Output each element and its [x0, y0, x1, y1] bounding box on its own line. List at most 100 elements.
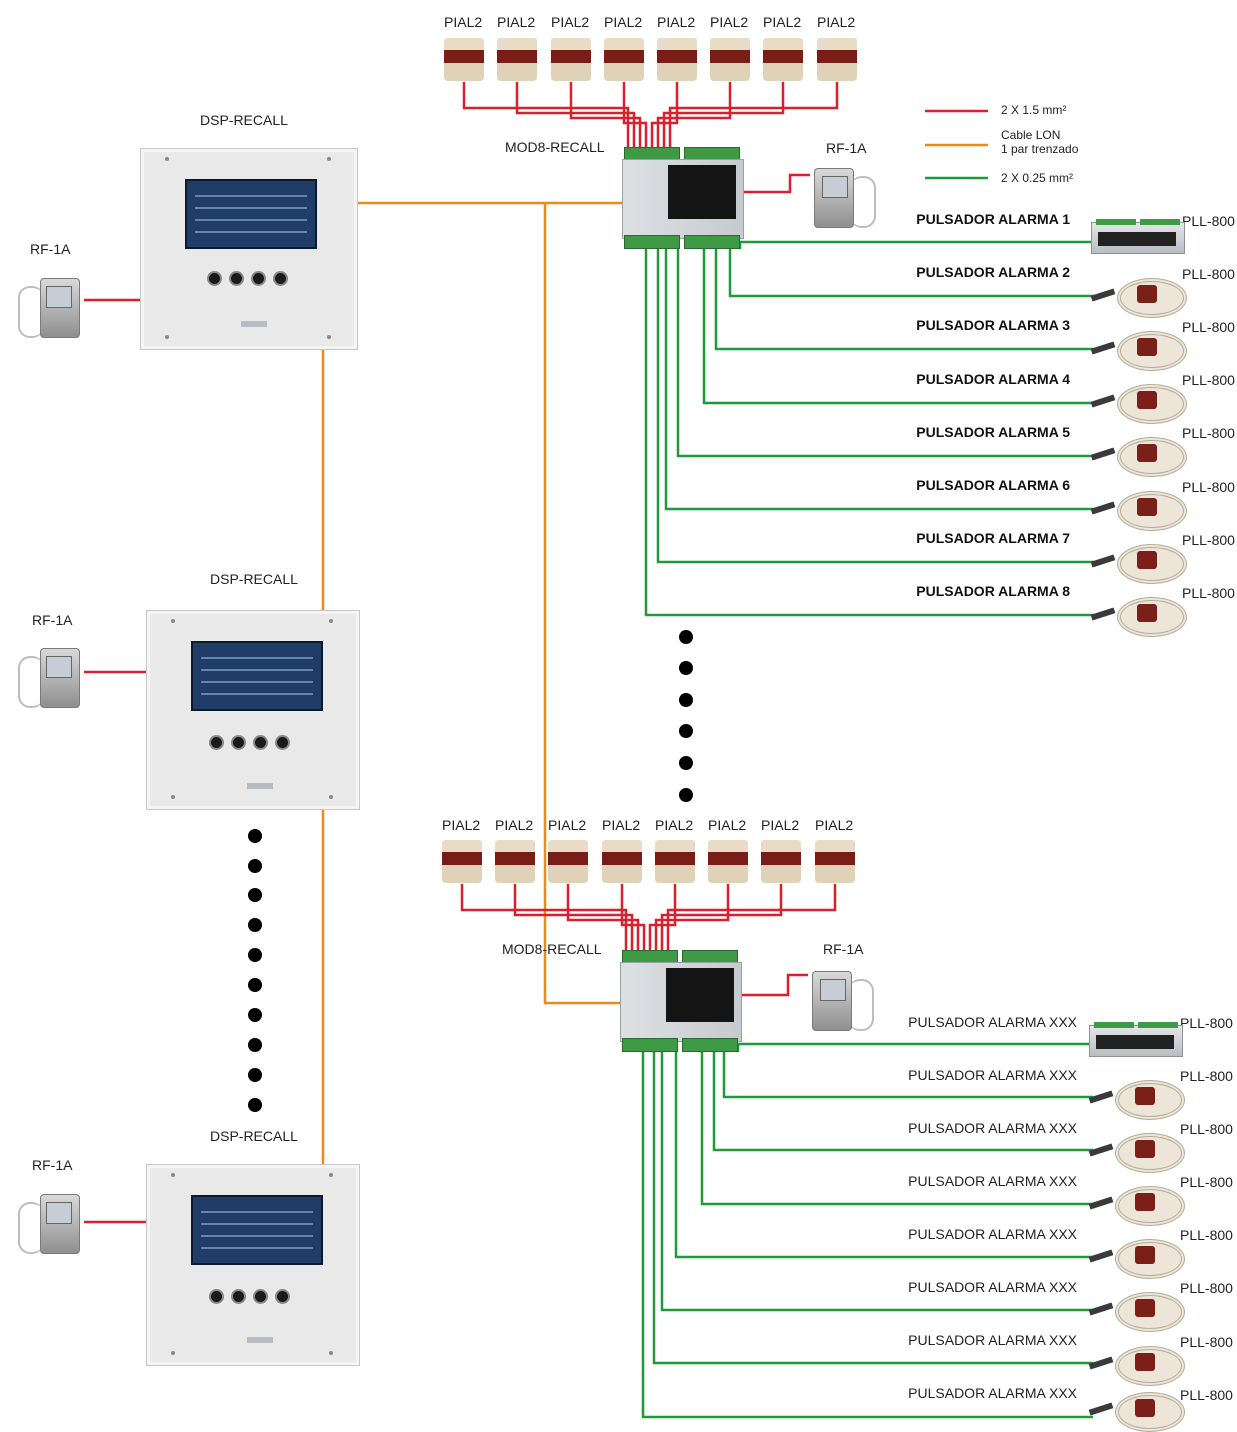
screw [329, 795, 333, 799]
continuation-dot [679, 661, 693, 675]
dsp-knob [251, 271, 266, 286]
pial2-device [657, 38, 697, 82]
screw [327, 335, 331, 339]
screw [171, 619, 175, 623]
pll-label: PLL-800 [1180, 1334, 1233, 1350]
pial2-device [442, 840, 482, 884]
alarm-label-xxx: PULSADOR ALARMA XXX [908, 1120, 1077, 1136]
continuation-dot [248, 829, 262, 843]
continuation-dot [248, 1098, 262, 1112]
glt-logo [241, 321, 267, 327]
alarm-label-xxx: PULSADOR ALARMA XXX [908, 1385, 1077, 1401]
pll-label: PLL-800 [1180, 1068, 1233, 1084]
pial-label: PIAL2 [551, 14, 589, 30]
continuation-dot [248, 948, 262, 962]
pll-label: PLL-800 [1180, 1015, 1233, 1031]
pll-label: PLL-800 [1182, 585, 1235, 601]
dsp-screen [191, 1195, 323, 1265]
alarm-label-2: PULSADOR ALARMA 2 [916, 264, 1070, 280]
dsp-knob [209, 1289, 224, 1304]
pial-label: PIAL2 [442, 817, 480, 833]
red-cable [668, 884, 835, 950]
dsp-screen [185, 179, 317, 249]
rf-1a-device [806, 965, 876, 1035]
screw [329, 619, 333, 623]
rf-label-mod-1: RF-1A [826, 140, 866, 156]
pll-800-cord-device [1089, 1076, 1181, 1116]
pll-label: PLL-800 [1182, 372, 1235, 388]
rf-1a-device [16, 272, 86, 342]
screw [327, 157, 331, 161]
mod8-label-2: MOD8-RECALL [502, 941, 602, 957]
pll-label: PLL-800 [1180, 1121, 1233, 1137]
pll-800-cord-device [1091, 274, 1183, 314]
continuation-dot [248, 978, 262, 992]
rf-1a-device [16, 1188, 86, 1258]
pll-label: PLL-800 [1180, 1280, 1233, 1296]
continuation-dot [679, 693, 693, 707]
dsp-knob [275, 735, 290, 750]
legend-red-label: 2 X 1.5 mm² [1001, 103, 1066, 117]
continuation-dot [679, 756, 693, 770]
screw [165, 335, 169, 339]
alarm-label-1: PULSADOR ALARMA 1 [916, 211, 1070, 227]
dsp-recall-panel-1 [140, 148, 358, 350]
alarm-label-xxx: PULSADOR ALARMA XXX [908, 1014, 1077, 1030]
pial2-device [604, 38, 644, 82]
screw [165, 157, 169, 161]
pll-800-cord-device [1091, 593, 1183, 633]
continuation-dot [248, 859, 262, 873]
pll-label: PLL-800 [1182, 532, 1235, 548]
continuation-dot [679, 788, 693, 802]
pll-label: PLL-800 [1182, 425, 1235, 441]
dsp-label-3: DSP-RECALL [210, 1128, 298, 1144]
alarm-label-xxx: PULSADOR ALARMA XXX [908, 1067, 1077, 1083]
green-cable [738, 1044, 1093, 1052]
pial2-device [817, 38, 857, 82]
screw [171, 1351, 175, 1355]
legend-orange-label: Cable LON 1 par trenzado [1001, 128, 1078, 156]
continuation-dot [248, 918, 262, 932]
rf-label-left-2: RF-1A [32, 612, 72, 628]
pll-800-cord-device [1089, 1288, 1181, 1328]
screw [171, 1173, 175, 1177]
pll-label: PLL-800 [1180, 1387, 1233, 1403]
continuation-dot [679, 630, 693, 644]
alarm-label-xxx: PULSADOR ALARMA XXX [908, 1332, 1077, 1348]
dsp-knob [231, 1289, 246, 1304]
pial2-device [602, 840, 642, 884]
pial2-device [708, 840, 748, 884]
pial-label: PIAL2 [815, 817, 853, 833]
pial2-device [551, 38, 591, 82]
pll-800-cord-device [1091, 327, 1183, 367]
dsp-knob [229, 271, 244, 286]
pll-800-cord-device [1089, 1182, 1181, 1222]
alarm-label-xxx: PULSADOR ALARMA XXX [908, 1173, 1077, 1189]
continuation-dot [248, 888, 262, 902]
glt-logo [247, 1337, 273, 1343]
dsp-knob [207, 271, 222, 286]
alarm-label-5: PULSADOR ALARMA 5 [916, 424, 1070, 440]
alarm-label-xxx: PULSADOR ALARMA XXX [908, 1226, 1077, 1242]
rf-label-left-1: RF-1A [30, 241, 70, 257]
dsp-label-2: DSP-RECALL [210, 571, 298, 587]
pll-label: PLL-800 [1182, 213, 1235, 229]
mod8-recall-module-1 [622, 147, 742, 249]
alarm-label-7: PULSADOR ALARMA 7 [916, 530, 1070, 546]
screw [171, 795, 175, 799]
pial-label: PIAL2 [548, 817, 586, 833]
alarm-label-xxx: PULSADOR ALARMA XXX [908, 1279, 1077, 1295]
dsp-label-1: DSP-RECALL [200, 112, 288, 128]
pial-label: PIAL2 [761, 817, 799, 833]
mod8-label-1: MOD8-RECALL [505, 139, 605, 155]
mod8-recall-module-2 [620, 950, 740, 1052]
green-cable [740, 242, 1095, 249]
screw [329, 1351, 333, 1355]
pll-800-cord-device [1091, 487, 1183, 527]
pll-label: PLL-800 [1182, 266, 1235, 282]
pial2-device [548, 840, 588, 884]
pial2-device [497, 38, 537, 82]
pll-800-cord-device [1091, 380, 1183, 420]
pial2-device [763, 38, 803, 82]
rf-label-left-3: RF-1A [32, 1157, 72, 1173]
